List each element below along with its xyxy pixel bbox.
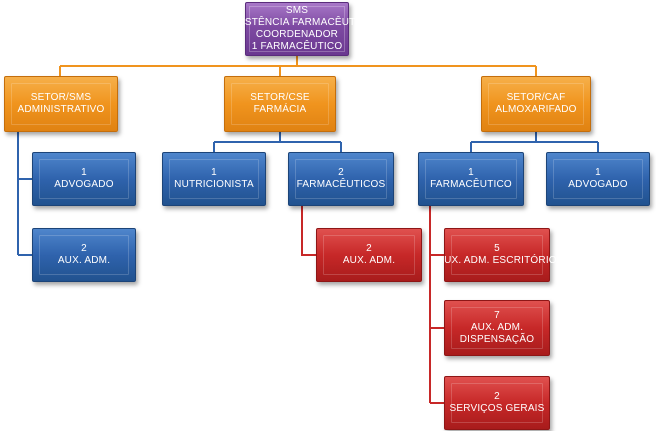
node-nutricionista-line-1: 1 [211,167,217,178]
node-nutricionista: 1 NUTRICIONISTA [162,152,266,206]
node-coordination-line-1: SMS [285,5,309,16]
node-aux-adm-farmacia-line-1: 2 [366,243,372,254]
node-aux-adm-escritorio: 5 AUX. ADM. ESCRITÓRIO [437,228,557,282]
node-farmaceuticos: 2 FARMACÊUTICOS [288,152,394,206]
node-setor-caf-line-1: SETOR/CAF [506,92,566,103]
node-servicos-line-2: SERVIÇOS GERAIS [449,403,545,414]
node-escritorio-line-1: 5 [494,243,500,254]
node-advogado-caf-line-1: 1 [595,167,601,178]
node-servicos-gerais: 2 SERVIÇOS GERAIS [444,376,550,430]
node-farmaceuticos-line-1: 2 [338,167,344,178]
node-farmaceutico-almoxarifado: 1 FARMACÊUTICO [418,152,524,206]
node-aux-adm-farmacia-line-2: AUX. ADM. [342,255,396,266]
node-advogado-almoxarifado: 1 ADVOGADO [546,152,650,206]
node-setor-sms-administrativo: SETOR/SMS ADMINISTRATIVO [4,76,118,132]
node-setor-caf-almoxarifado: SETOR/CAF ALMOXARIFADO [481,76,591,132]
node-aux-adm-line-2: AUX. ADM. [57,255,111,266]
node-aux-adm-dispensacao: 7 AUX. ADM. DISPENSAÇÃO [444,300,550,356]
node-setor-cse-line-2: FARMÁCIA [253,104,307,115]
node-advogado-administrativo: 1 ADVOGADO [32,152,136,206]
node-setor-caf-line-2: ALMOXARIFADO [495,104,577,115]
node-setor-cse-farmacia: SETOR/CSE FARMÁCIA [224,76,336,132]
node-farmaceuticos-line-2: FARMACÊUTICOS [296,179,386,190]
node-dispensacao-line-3: DISPENSAÇÃO [459,334,535,345]
node-servicos-line-1: 2 [494,391,500,402]
node-setor-cse-line-1: SETOR/CSE [250,92,310,103]
node-setor-sms-line-1: SETOR/SMS [30,92,92,103]
node-coordination-line-3: COORDENADOR [255,29,339,40]
node-advogado-adm-line-1: 1 [81,167,87,178]
node-nutricionista-line-2: NUTRICIONISTA [174,179,254,190]
node-coordination-line-2: ASSISTÊNCIA FARMACÊUTICA [221,17,373,28]
node-aux-adm-farmacia: 2 AUX. ADM. [316,228,422,282]
node-aux-adm-administrativo: 2 AUX. ADM. [32,228,136,282]
node-farmaceutico-caf-line-1: 1 [468,167,474,178]
node-coordination-line-4: 1 FARMACÊUTICO [251,41,343,52]
node-aux-adm-line-1: 2 [81,243,87,254]
node-advogado-caf-line-2: ADVOGADO [568,179,628,190]
node-escritorio-line-2: AUX. ADM. ESCRITÓRIO [437,255,557,266]
node-farmaceutico-caf-line-2: FARMACÊUTICO [430,179,512,190]
node-dispensacao-line-1: 7 [494,310,500,321]
node-dispensacao-line-2: AUX. ADM. [470,322,524,333]
node-setor-sms-line-2: ADMINISTRATIVO [17,104,105,115]
node-advogado-adm-line-2: ADVOGADO [54,179,114,190]
node-coordination: SMS ASSISTÊNCIA FARMACÊUTICA COORDENADOR… [221,2,373,56]
connector-farmaceuticos-aux [301,206,316,256]
